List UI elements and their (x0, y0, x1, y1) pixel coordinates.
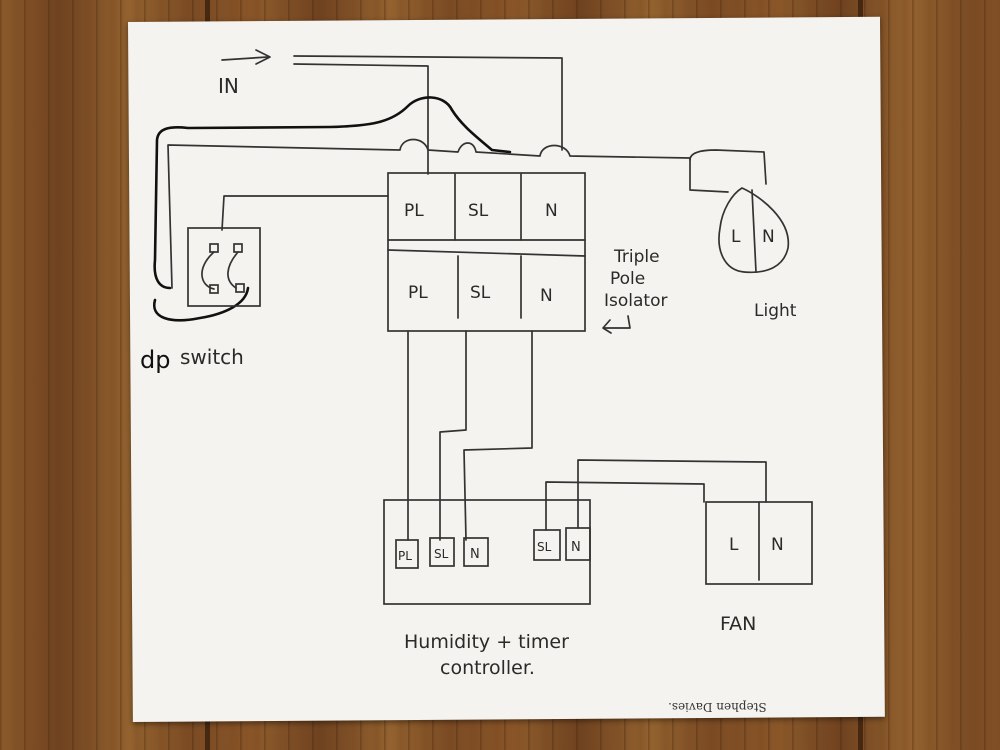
switch-contact (209, 284, 219, 294)
wire-iso-n (463, 330, 533, 541)
label-controller-line2: controller. (440, 657, 535, 679)
wire-fan-live (545, 481, 705, 531)
label-isolator: Isolator (604, 291, 667, 311)
label-in: IN (218, 74, 239, 98)
isolator-top-n: N (545, 201, 558, 221)
wire-in-neutral (293, 55, 563, 151)
isolator-top-pl: PL (404, 201, 424, 221)
controller-terminal-n: N (470, 547, 480, 562)
controller-terminal-n-out: N (571, 540, 581, 555)
switch-lever (227, 251, 239, 289)
controller-terminal-box (463, 537, 489, 567)
switch-contact (235, 283, 245, 293)
wire-light-live (689, 157, 729, 193)
wire-switch-loop (153, 96, 512, 290)
switch-contact (209, 243, 219, 253)
wire-fan-neutral (577, 459, 767, 529)
isolator-divider (387, 249, 586, 257)
light-bulb-outline (718, 187, 790, 274)
light-divider (751, 189, 757, 273)
isolator-body (387, 172, 586, 332)
label-light: Light (754, 301, 797, 321)
controller-terminal-sl: SL (434, 547, 449, 561)
fan-terminal-l: L (729, 535, 739, 555)
controller-terminal-sl-out: SL (537, 540, 552, 554)
label-dp: dp (140, 346, 170, 374)
controller-terminal-pl: PL (398, 549, 412, 563)
label-pole: Pole (610, 269, 645, 289)
label-controller-line1: Humidity + timer (404, 631, 569, 653)
isolator-top-sl: SL (468, 201, 489, 221)
wire-switch-return (152, 286, 250, 322)
switch-lever (201, 251, 215, 290)
controller-terminal-box (395, 539, 419, 569)
wire-switch-to-isolator (221, 195, 389, 231)
isolator-bottom-sl: SL (470, 283, 491, 303)
controller-body (383, 499, 591, 605)
wire-in-live (293, 63, 429, 175)
label-fan: FAN (720, 613, 756, 635)
isolator-bottom-pl: PL (408, 283, 428, 303)
dp-switch-body (187, 227, 261, 307)
wire-switch-to-light (167, 138, 691, 289)
controller-terminal-box (429, 537, 455, 567)
controller-terminal-box (533, 529, 561, 561)
switch-contact (233, 243, 243, 253)
wire-iso-sl (439, 330, 467, 541)
label-switch: switch (180, 345, 244, 369)
in-arrow-head (255, 49, 271, 65)
label-triple: Triple (613, 247, 660, 267)
light-terminal-l: L (731, 227, 741, 247)
isolator-bottom-n: N (540, 286, 553, 306)
wire-light-neutral (689, 149, 767, 185)
fan-terminal-n: N (771, 535, 784, 555)
isolator-pointer-arrow (602, 315, 631, 334)
signature: Stephen Davies. (668, 700, 767, 714)
in-arrow-shaft (221, 56, 269, 61)
light-terminal-n: N (762, 227, 775, 247)
